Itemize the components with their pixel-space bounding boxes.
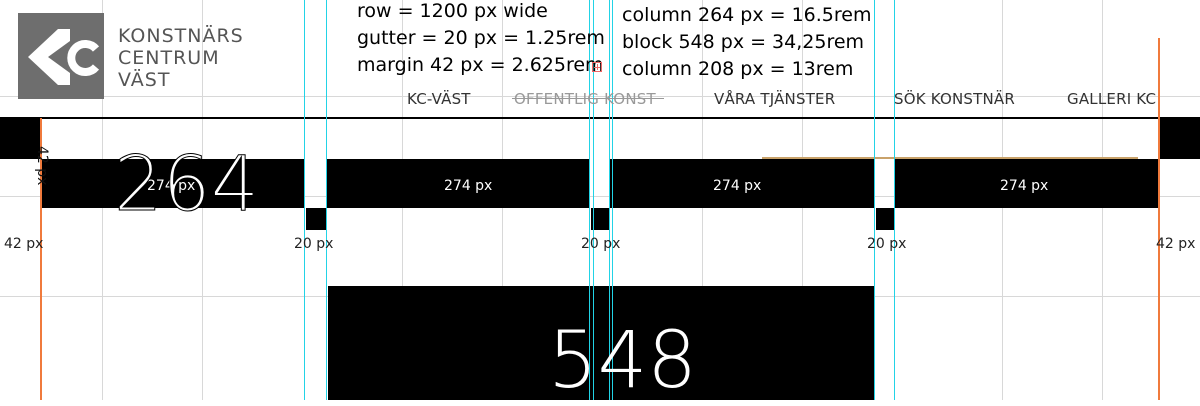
brand-name: KONSTNÄRS CENTRUM VÄST <box>118 25 244 91</box>
nav-strikethrough <box>512 98 664 99</box>
nav-item-kc-vast[interactable]: KC-VÄST <box>407 90 471 108</box>
header-margin-right <box>1160 119 1200 159</box>
header-height-label: 42 px <box>34 146 50 186</box>
margin-line-left <box>40 118 42 400</box>
column-width-label: 274 px <box>147 178 196 194</box>
nav-item-galleri-kc[interactable]: GALLERI KC <box>1067 90 1157 108</box>
block-548-number: 548 <box>548 316 697 406</box>
margin-line-right <box>1158 38 1160 400</box>
header-rule <box>0 117 1200 119</box>
plus-marker-icon <box>592 62 602 72</box>
logo[interactable] <box>18 13 104 99</box>
column-bar <box>610 159 874 208</box>
accent-line <box>762 157 1138 159</box>
gutter-block <box>591 208 609 230</box>
spec-block-548: block 548 px = 34,25rem <box>622 31 865 53</box>
column-width-label: 274 px <box>1000 178 1049 194</box>
spec-column-208: column 208 px = 13rem <box>622 58 854 80</box>
gutter-block <box>306 208 326 230</box>
spec-row: row = 1200 px wide <box>357 0 548 22</box>
column-bar <box>894 159 1158 208</box>
kc-logo-icon <box>18 13 104 99</box>
column-bar <box>40 159 304 208</box>
brand-line: KONSTNÄRS <box>118 25 244 47</box>
spec-margin: margin 42 px = 2.625rem <box>357 54 604 76</box>
block-548 <box>328 286 874 400</box>
brand-line: VÄST <box>118 69 171 91</box>
brand-line: CENTRUM <box>118 47 220 69</box>
column-264-number: 264 <box>113 139 260 228</box>
margin-left-label: 42 px <box>4 236 44 252</box>
nav-item-vara-tjanster[interactable]: VÅRA TJÄNSTER <box>714 90 836 108</box>
gutter-label: 20 px <box>867 236 907 252</box>
gutter-label: 20 px <box>581 236 621 252</box>
spec-notes-right: column 264 px = 16.5rem block 548 px = 3… <box>622 2 872 83</box>
gutter-block <box>876 208 894 230</box>
spec-column-264: column 264 px = 16.5rem <box>622 4 872 26</box>
nav-item-sok-konstnar[interactable]: SÖK KONSTNÄR <box>894 90 1015 108</box>
spec-gutter: gutter = 20 px = 1.25rem <box>357 27 605 49</box>
nav-item-offentlig-konst[interactable]: OFFENTLIG KONST <box>514 90 656 108</box>
spec-notes-left: row = 1200 px wide gutter = 20 px = 1.25… <box>357 0 605 79</box>
column-bar <box>326 159 589 208</box>
gutter-label: 20 px <box>294 236 334 252</box>
column-width-label: 274 px <box>713 178 762 194</box>
margin-right-label: 42 px <box>1156 236 1196 252</box>
header-margin-left <box>0 119 40 159</box>
column-width-label: 274 px <box>444 178 493 194</box>
